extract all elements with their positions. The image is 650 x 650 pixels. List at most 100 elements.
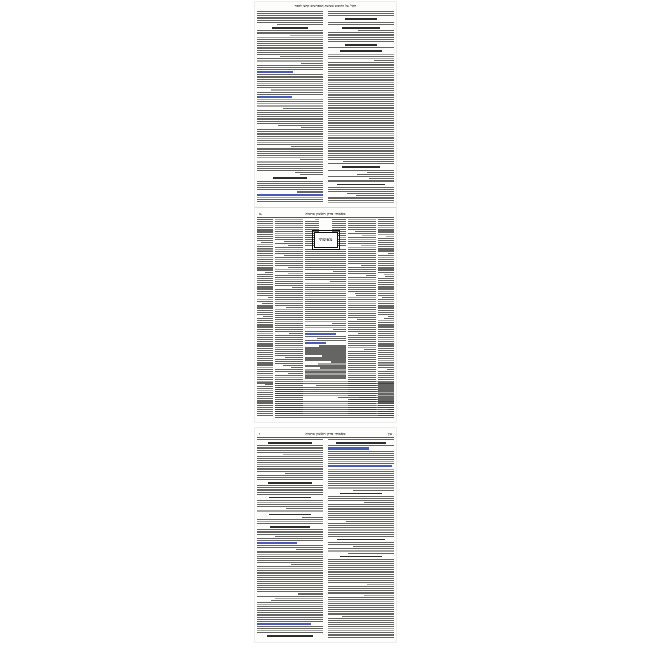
text-line [257,348,273,350]
text-line [257,245,273,247]
text-line [275,379,303,381]
text-line [275,231,303,233]
text-line [257,291,273,293]
text-line [257,93,323,95]
text-column [305,219,319,418]
text-line [257,363,273,365]
text-line [305,299,346,301]
text-line [257,49,323,51]
text-line [378,226,394,228]
text-line [348,375,376,377]
text-line [378,321,394,323]
text-line [257,47,323,49]
text-line [305,349,346,351]
text-line [328,113,394,115]
text-line [257,262,273,264]
text-line [295,549,323,551]
text-line [257,325,273,327]
text-line [348,365,376,367]
text-line [257,614,323,616]
text-line [328,619,394,621]
text-line [348,371,376,373]
text-line [257,620,323,622]
text-line [257,580,323,582]
text-line [275,301,303,303]
text-line [328,542,394,544]
text-line [305,377,346,379]
text-line [257,184,323,187]
text-line [336,442,386,444]
text-line [257,236,273,238]
text-line [328,197,394,199]
text-line [357,333,376,335]
text-line [328,447,370,450]
text-line [257,193,323,196]
text-line [275,337,303,339]
text-line [257,397,273,399]
text-line [328,529,394,531]
text-line [348,363,376,365]
text-line [305,371,346,373]
text-line [348,249,376,251]
text-line [275,413,394,415]
text-line [378,340,394,342]
document-strip[interactable]: הקד' על החומש בשיטת המפרשים קחצי לספר ב.… [255,0,396,650]
text-line [305,267,346,269]
text-line [290,146,323,148]
text-line [378,390,394,392]
text-line [378,363,394,365]
text-line [328,47,394,49]
text-line [332,219,346,221]
text-line [328,92,394,94]
text-line [275,361,303,363]
text-line [305,233,319,235]
text-line [322,355,346,357]
text-line [328,126,394,128]
text-line [257,293,273,295]
text-line [257,66,323,68]
text-line [275,363,303,365]
text-line [328,607,394,609]
text-line [275,229,303,231]
text-line [257,369,273,371]
text-line [289,333,303,335]
text-line [305,249,346,251]
text-line [275,349,303,351]
text-line [328,483,394,485]
text-line [257,314,273,316]
text-line [305,311,346,313]
text-line [378,395,394,397]
text-line [273,177,307,179]
text-line [257,287,273,289]
text-line [305,277,346,279]
text-line [378,388,394,390]
text-column [378,219,394,418]
text-line [378,353,394,356]
text-line [328,456,394,459]
text-line [328,565,394,567]
text-line [328,11,394,13]
text-line [378,306,394,308]
text-line [257,365,273,367]
text-line [305,229,319,231]
text-line [266,635,314,637]
text-line [378,245,394,247]
text-line [328,115,394,118]
text-line [257,608,323,610]
text-line [257,161,323,163]
text-line [328,596,394,598]
text-line [328,156,394,158]
text-line [343,161,394,163]
text-columns [257,11,394,203]
text-line [275,375,303,377]
text-line [328,34,394,36]
text-line [257,557,323,559]
header-rule [257,437,394,438]
text-line [348,377,376,379]
text-line [257,447,323,449]
text-line [257,78,323,80]
text-line [344,18,378,21]
text-line [275,389,394,391]
text-line [364,502,394,504]
text-line [328,135,394,137]
